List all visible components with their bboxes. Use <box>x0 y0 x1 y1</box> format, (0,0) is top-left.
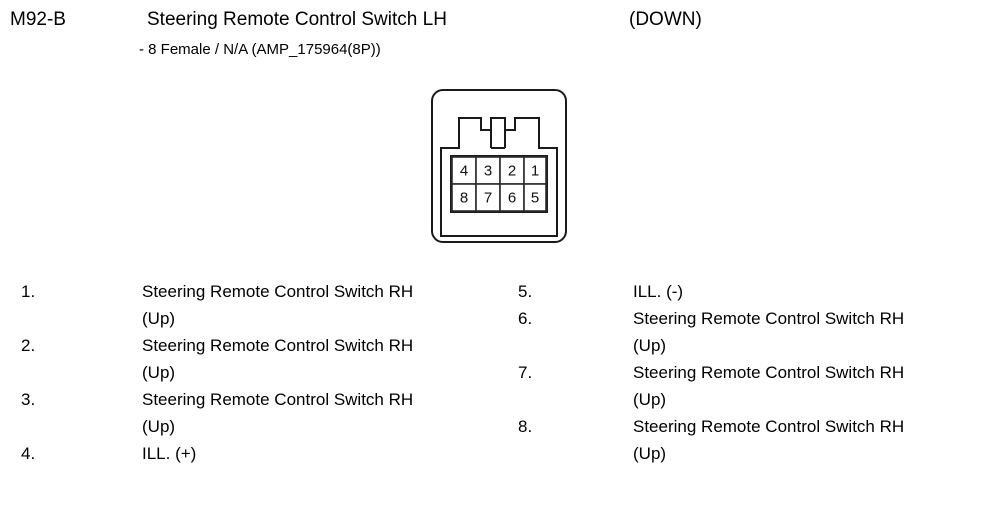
pin-cell <box>499 183 525 212</box>
pin-description-main: Steering Remote Control Switch RH <box>633 417 905 436</box>
pin-row: 7. Steering Remote Control Switch RH (Up… <box>510 359 988 413</box>
connector-subtitle: - 8 Female / N/A (AMP_175964(8P)) <box>139 41 381 58</box>
pin-cell-label: 1 <box>531 162 539 179</box>
pin-description-sub: (Up) <box>142 417 176 436</box>
pin-description: Steering Remote Control Switch RH (Up) <box>142 278 512 332</box>
pin-description: Steering Remote Control Switch RH (Up) <box>142 386 512 440</box>
pin-number: 3. <box>21 390 36 409</box>
pin-description: Steering Remote Control Switch RH (Up) <box>633 305 988 359</box>
pin-number: 2. <box>21 336 36 355</box>
pin-cell-label: 2 <box>508 162 516 179</box>
pin-number: 5. <box>518 282 533 301</box>
pin-description: Steering Remote Control Switch RH (Up) <box>142 332 512 386</box>
pin-cell-label: 7 <box>484 189 492 206</box>
pin-description-main: Steering Remote Control Switch RH <box>142 336 414 355</box>
pin-row: 5. ILL. (-) <box>510 278 988 305</box>
pin-list-right: 5. ILL. (-) 6. Steering Remote Control S… <box>510 278 988 467</box>
pin-description-main: Steering Remote Control Switch RH <box>142 282 414 301</box>
pin-description: Steering Remote Control Switch RH (Up) <box>633 359 988 413</box>
pin-grid-row: 4 3 2 1 <box>451 156 547 185</box>
pin-number: 6. <box>518 309 533 328</box>
pin-number: 1. <box>21 282 36 301</box>
connector-housing-outline <box>431 89 567 243</box>
pin-cell-label: 8 <box>460 189 468 206</box>
page-title: Steering Remote Control Switch LH <box>147 9 447 30</box>
pin-description: ILL. (+) <box>142 440 512 467</box>
connector-latch-outline <box>440 117 558 237</box>
pin-row: 3. Steering Remote Control Switch RH (Up… <box>12 386 512 440</box>
pin-description-main: Steering Remote Control Switch RH <box>633 309 905 328</box>
connector-code: M92-B <box>10 9 66 30</box>
pin-row: 6. Steering Remote Control Switch RH (Up… <box>510 305 988 359</box>
pin-description-sub: (Up) <box>633 336 667 355</box>
pin-description-sub: (Up) <box>142 363 176 382</box>
pin-cell-label: 3 <box>484 162 492 179</box>
pin-description: ILL. (-) <box>633 278 988 305</box>
pin-list-left: 1. Steering Remote Control Switch RH (Up… <box>12 278 512 467</box>
pin-description-main: ILL. (-) <box>633 282 684 301</box>
pin-cell <box>523 183 547 212</box>
pin-row: 8. Steering Remote Control Switch RH (Up… <box>510 413 988 467</box>
pin-grid-row: 8 7 6 5 <box>451 183 547 212</box>
pin-description: Steering Remote Control Switch RH (Up) <box>633 413 988 467</box>
pin-grid-frame <box>450 155 548 213</box>
pin-description-main: ILL. (+) <box>142 444 197 463</box>
pin-description-sub: (Up) <box>633 390 667 409</box>
pin-row: 4. ILL. (+) <box>12 440 512 467</box>
pin-number: 4. <box>21 444 36 463</box>
pin-number: 8. <box>518 417 533 436</box>
connector-direction: (DOWN) <box>629 9 702 30</box>
pin-description-sub: (Up) <box>633 444 667 463</box>
pin-description-main: Steering Remote Control Switch RH <box>633 363 905 382</box>
pin-cell-label: 5 <box>531 189 539 206</box>
pin-row: 1. Steering Remote Control Switch RH (Up… <box>12 278 512 332</box>
pin-number: 7. <box>518 363 533 382</box>
pin-cell-label: 6 <box>508 189 516 206</box>
pin-cell-label: 4 <box>460 162 468 179</box>
connector-tab-stem <box>490 130 506 148</box>
pin-description-main: Steering Remote Control Switch RH <box>142 390 414 409</box>
connector-diagram: 4 3 2 1 8 7 6 5 <box>419 86 579 248</box>
pin-row: 2. Steering Remote Control Switch RH (Up… <box>12 332 512 386</box>
pin-description-sub: (Up) <box>142 309 176 328</box>
